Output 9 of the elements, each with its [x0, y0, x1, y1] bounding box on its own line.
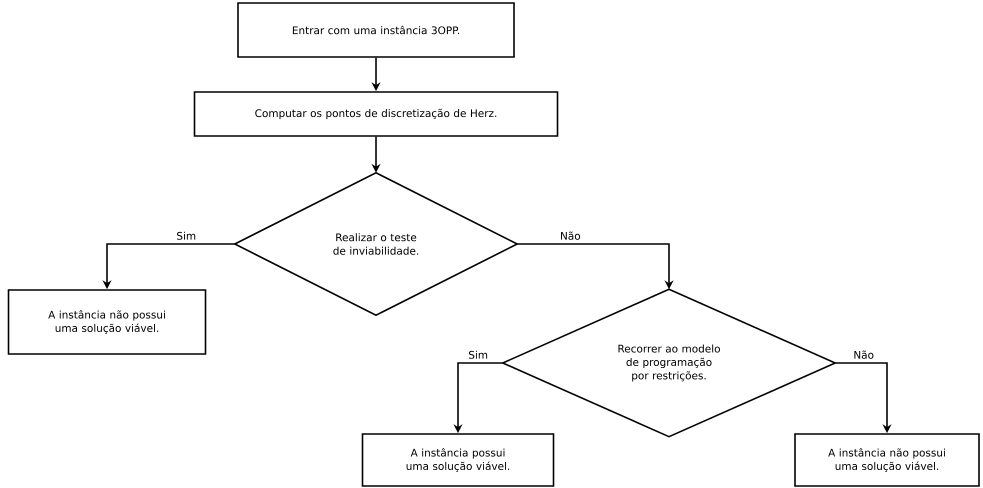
process-box: A instância não possui uma solução viável.	[8, 289, 206, 355]
process-box: Entrar com uma instância 3OPP.	[237, 2, 515, 58]
edge-label: Não	[852, 350, 875, 360]
process-box: A instância possui uma solução viável.	[362, 433, 554, 487]
process-box: Computar os pontos de discretização de Herz.	[194, 91, 558, 137]
edge-label: Sim	[467, 350, 490, 360]
process-box: A instância não possui uma solução viável.	[794, 433, 980, 487]
edge-label: Sim	[175, 230, 198, 241]
edge-label: Não	[559, 230, 582, 241]
